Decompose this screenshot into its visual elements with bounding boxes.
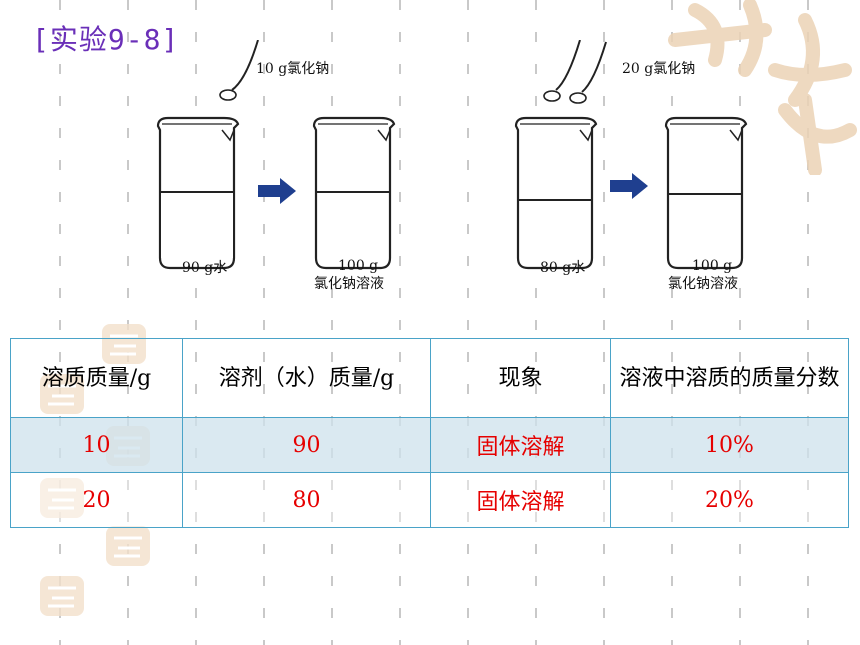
table-row: 10 90 固体溶解 10% (10, 417, 849, 473)
solution-name-label: 氯化钠溶液 (314, 276, 384, 292)
cell-solvent-mass: 80 (182, 472, 431, 528)
results-table: 溶质质量/g 溶剂（水）质量/g 现象 溶液中溶质的质量分数 10 90 固体溶… (10, 338, 849, 528)
experiment-1: 10 g氯化钠 90 g水 100 g 氯化钠溶液 (156, 40, 396, 292)
table-header-row: 溶质质量/g 溶剂（水）质量/g 现象 溶液中溶质的质量分数 (10, 338, 849, 418)
header-phenomenon: 现象 (430, 338, 611, 418)
header-mass-fraction: 溶液中溶质的质量分数 (610, 338, 849, 418)
header-solute-mass: 溶质质量/g (10, 338, 183, 418)
seal-stamp-icon (40, 576, 84, 616)
spoon-icon (543, 40, 581, 102)
cell-phenomenon: 固体溶解 (430, 472, 611, 528)
experiment-2: 20 g氯化钠 80 g水 100 g 氯化钠溶液 (514, 40, 748, 292)
beaker-water-icon (156, 116, 240, 270)
cell-solute-mass: 10 (10, 417, 183, 473)
water-mass-label: 90 g水 (182, 260, 227, 276)
cell-phenomenon: 固体溶解 (430, 417, 611, 473)
spoon-icon (219, 40, 259, 101)
spoon-icon (569, 41, 607, 104)
solution-mass-label: 100 g (692, 258, 732, 274)
experiment-title: [实验9-8] (32, 23, 180, 56)
salt-amount-label: 10 g氯化钠 (256, 61, 329, 77)
cell-mass-fraction: 20% (610, 472, 849, 528)
salt-amount-label: 20 g氯化钠 (622, 61, 695, 77)
calligraphy-decoration (668, 0, 857, 175)
arrow-right-icon (258, 178, 296, 204)
solution-mass-label: 100 g (338, 258, 378, 274)
cell-solvent-mass: 90 (182, 417, 431, 473)
beaker-water-icon (514, 116, 598, 270)
table-row: 20 80 固体溶解 20% (10, 472, 849, 528)
beaker-solution-icon (312, 116, 396, 270)
solution-name-label: 氯化钠溶液 (668, 276, 738, 292)
beaker-solution-icon (664, 116, 748, 270)
seal-stamp-icon (106, 526, 150, 566)
water-mass-label: 80 g水 (540, 260, 585, 276)
experiment-illustration: 10 g氯化钠 90 g水 100 g 氯化钠溶液 (156, 40, 748, 292)
cell-mass-fraction: 10% (610, 417, 849, 473)
cell-solute-mass: 20 (10, 472, 183, 528)
arrow-right-icon (610, 173, 648, 199)
header-solvent-mass: 溶剂（水）质量/g (182, 338, 431, 418)
